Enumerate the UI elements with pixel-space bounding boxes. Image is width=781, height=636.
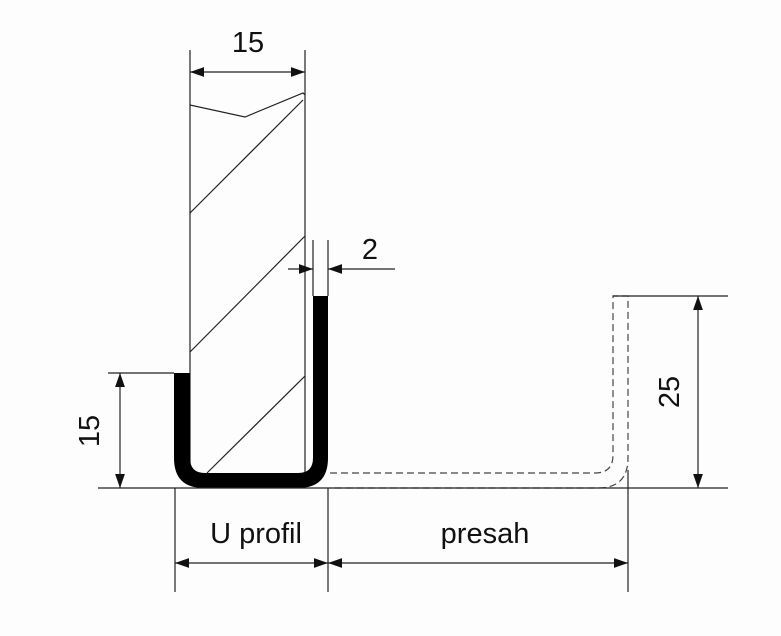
dimension-board-width: 15 — [189, 27, 306, 105]
dimension-bottom: U profil presah — [174, 470, 629, 592]
hatch-line — [206, 375, 306, 474]
overhang-outline — [330, 295, 629, 489]
overhang-label: presah — [441, 518, 530, 550]
dimension-label: 25 — [654, 376, 686, 408]
dimension-wall-thickness: 2 — [288, 234, 395, 296]
hatch-line — [189, 235, 306, 353]
dimension-label: 15 — [74, 415, 106, 447]
dimension-profile-height: 15 — [74, 372, 728, 489]
hatch-line — [189, 99, 304, 214]
dimension-label: 2 — [362, 234, 378, 266]
u-profile — [174, 296, 328, 488]
dimension-label: 15 — [232, 27, 264, 59]
u-profile-label: U profil — [210, 518, 302, 550]
board — [189, 92, 306, 474]
dimension-overhang-height: 25 — [613, 295, 728, 488]
